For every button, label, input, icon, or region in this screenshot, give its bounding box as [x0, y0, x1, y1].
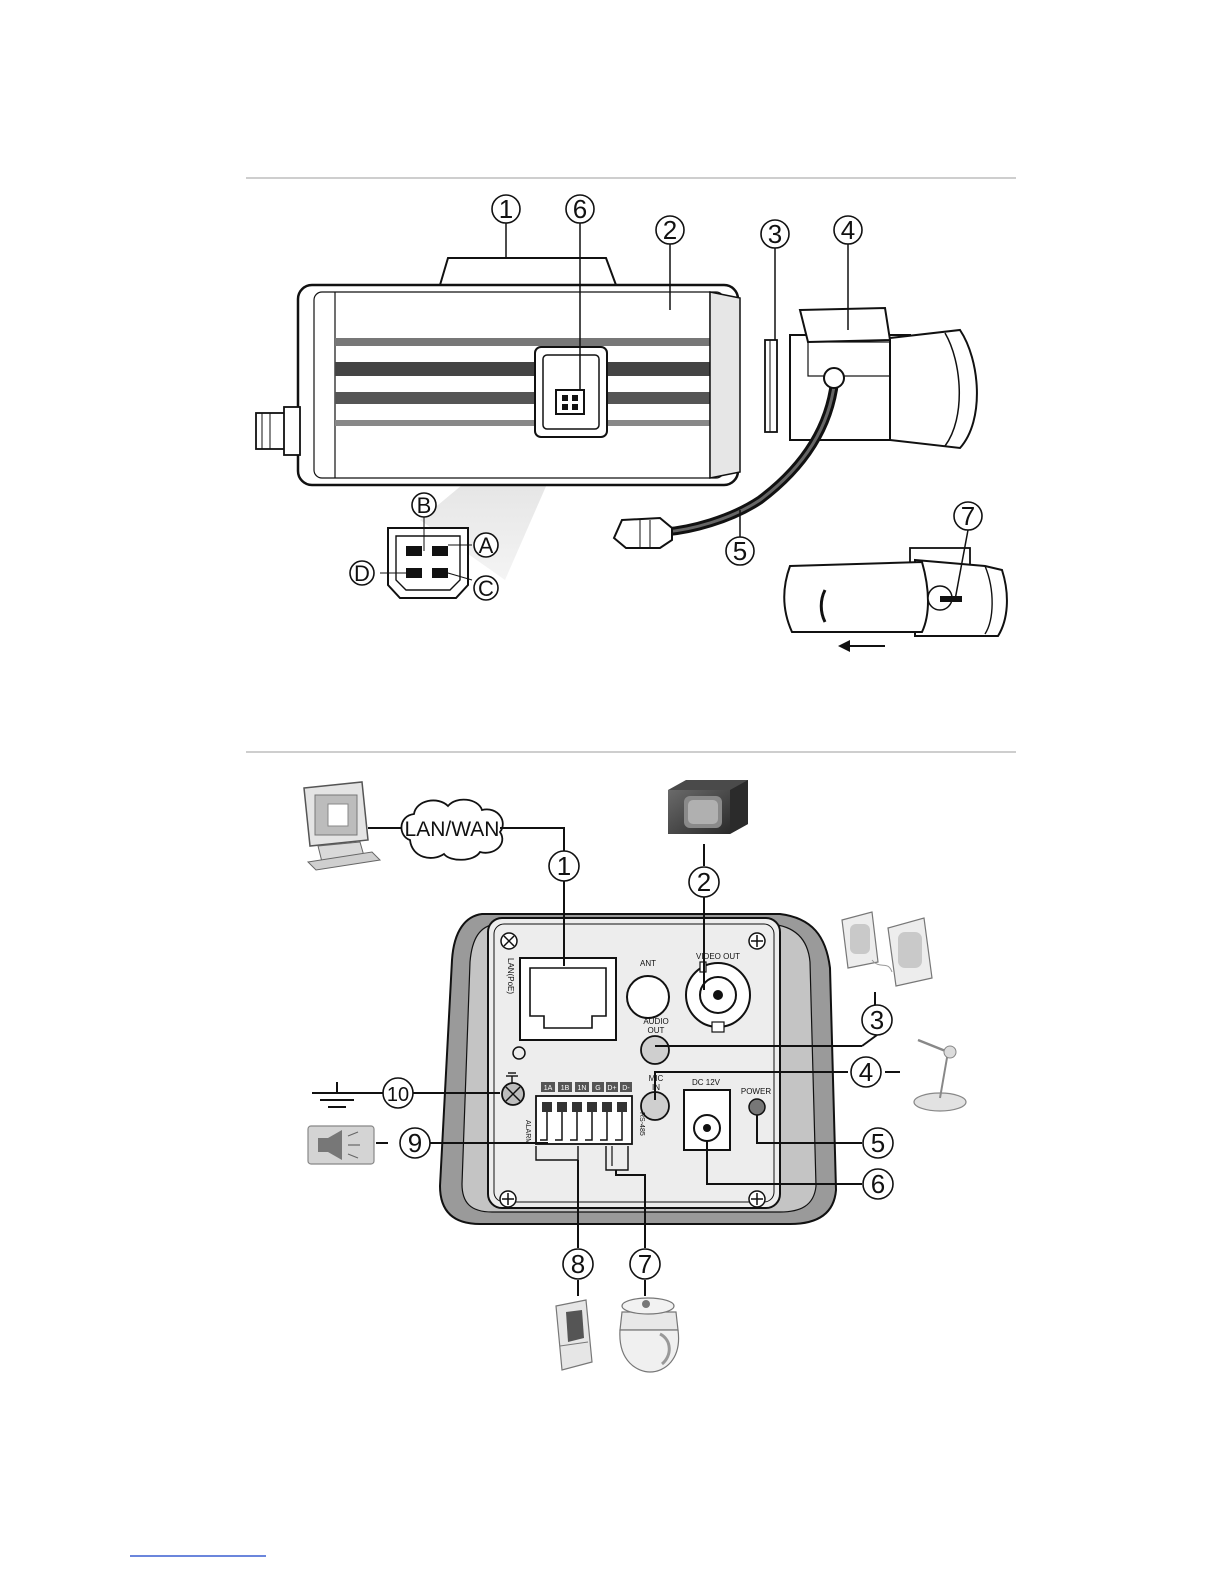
- svg-text:B: B: [417, 493, 432, 518]
- svg-text:3: 3: [768, 219, 782, 249]
- screw-top-left-icon: [501, 933, 517, 949]
- svg-text:7: 7: [638, 1249, 652, 1279]
- svg-text:VIDEO OUT: VIDEO OUT: [696, 952, 740, 961]
- iris-plug: [614, 518, 672, 548]
- svg-text:OUT: OUT: [648, 1026, 665, 1035]
- video-monitor-icon: [668, 780, 748, 834]
- svg-text:1B: 1B: [561, 1085, 570, 1092]
- svg-text:POWER: POWER: [741, 1087, 771, 1096]
- iris-socket: [535, 347, 607, 437]
- svg-text:ANT: ANT: [640, 959, 656, 968]
- svg-text:10: 10: [387, 1084, 409, 1106]
- pin-label-d: D: [350, 561, 374, 586]
- svg-text:7: 7: [961, 501, 975, 531]
- pin-label-a: A: [474, 533, 498, 558]
- microphone-icon: [914, 1040, 966, 1111]
- screw-top-right-icon: [749, 933, 765, 949]
- cs-adapter-ring: [765, 340, 777, 432]
- mount-bracket: [440, 258, 616, 285]
- svg-text:5: 5: [871, 1128, 885, 1158]
- svg-text:IN: IN: [652, 1083, 660, 1092]
- svg-text:MIC: MIC: [649, 1074, 664, 1083]
- computer-icon: [304, 782, 380, 870]
- screw-bottom-right-icon: [749, 1191, 765, 1207]
- motion-detector-icon: [556, 1300, 592, 1370]
- ptz-dome-icon: [620, 1298, 679, 1372]
- svg-text:AUDIO: AUDIO: [643, 1017, 668, 1026]
- fig1-callout-3: 3: [761, 219, 789, 340]
- svg-text:9: 9: [408, 1128, 422, 1158]
- svg-text:C: C: [478, 576, 494, 601]
- fig2-callout-3: 3: [862, 1005, 892, 1046]
- lan-wan-cloud: LAN/WAN: [401, 800, 502, 860]
- svg-text:6: 6: [573, 194, 587, 224]
- svg-text:1: 1: [499, 194, 513, 224]
- fig2-callout-5: 5: [863, 1128, 893, 1158]
- svg-text:5: 5: [733, 536, 747, 566]
- svg-text:D: D: [354, 561, 370, 586]
- fig2-callout-6: 6: [863, 1169, 893, 1199]
- svg-text:D-: D-: [622, 1085, 630, 1092]
- svg-text:DC 12V: DC 12V: [692, 1078, 721, 1087]
- fig2-callout-10: 10: [383, 1078, 413, 1108]
- fig2-callout-4: 4: [851, 1057, 881, 1087]
- slide-arrow-icon: [838, 640, 850, 652]
- rear-panel: [440, 914, 836, 1224]
- lan-port-label: LAN(PoE): [506, 958, 515, 994]
- fig1-callout-1: 1: [492, 194, 520, 258]
- cloud-label: LAN/WAN: [405, 818, 500, 841]
- svg-text:2: 2: [697, 867, 711, 897]
- svg-text:D+: D+: [607, 1085, 616, 1092]
- pin-label-c: C: [474, 576, 498, 601]
- svg-text:A: A: [479, 533, 494, 558]
- camera-body: [298, 285, 740, 485]
- screw-bottom-left-icon: [500, 1191, 516, 1207]
- svg-text:1N: 1N: [578, 1085, 587, 1092]
- camera-side-figure: B A D C 1 6 2 3 4 5 7: [256, 194, 1007, 652]
- svg-text:6: 6: [871, 1169, 885, 1199]
- rs485-label: RS-485: [638, 1112, 645, 1136]
- fig2-callout-1: 1: [549, 851, 579, 881]
- svg-text:3: 3: [870, 1005, 884, 1035]
- fig2-callout-9: 9: [400, 1128, 430, 1158]
- alarm-siren-icon: [308, 1126, 374, 1164]
- svg-text:G: G: [595, 1085, 600, 1092]
- svg-text:1A: 1A: [544, 1085, 553, 1092]
- fig2-callout-7: 7: [630, 1249, 660, 1279]
- svg-text:4: 4: [841, 215, 855, 245]
- lan-port: LAN(PoE): [506, 958, 616, 1040]
- svg-text:4: 4: [859, 1057, 873, 1087]
- pin-connector-detail: [380, 516, 472, 598]
- alarm-label: ALARM: [524, 1120, 531, 1144]
- svg-text:8: 8: [571, 1249, 585, 1279]
- fig2-callout-2: 2: [689, 867, 719, 897]
- svg-text:1: 1: [557, 851, 571, 881]
- pin-label-b: B: [412, 493, 436, 518]
- ground-symbol-icon: [312, 1082, 384, 1107]
- speakers-icon: [842, 912, 932, 986]
- rear-panel-figure: LAN/WAN: [304, 780, 966, 1372]
- fig2-callout-8: 8: [563, 1249, 593, 1279]
- svg-text:2: 2: [663, 215, 677, 245]
- audio-out-port: AUDIO OUT: [641, 1017, 669, 1064]
- lens-adjust-detail: [784, 548, 1007, 652]
- bnc-connector: [256, 407, 300, 455]
